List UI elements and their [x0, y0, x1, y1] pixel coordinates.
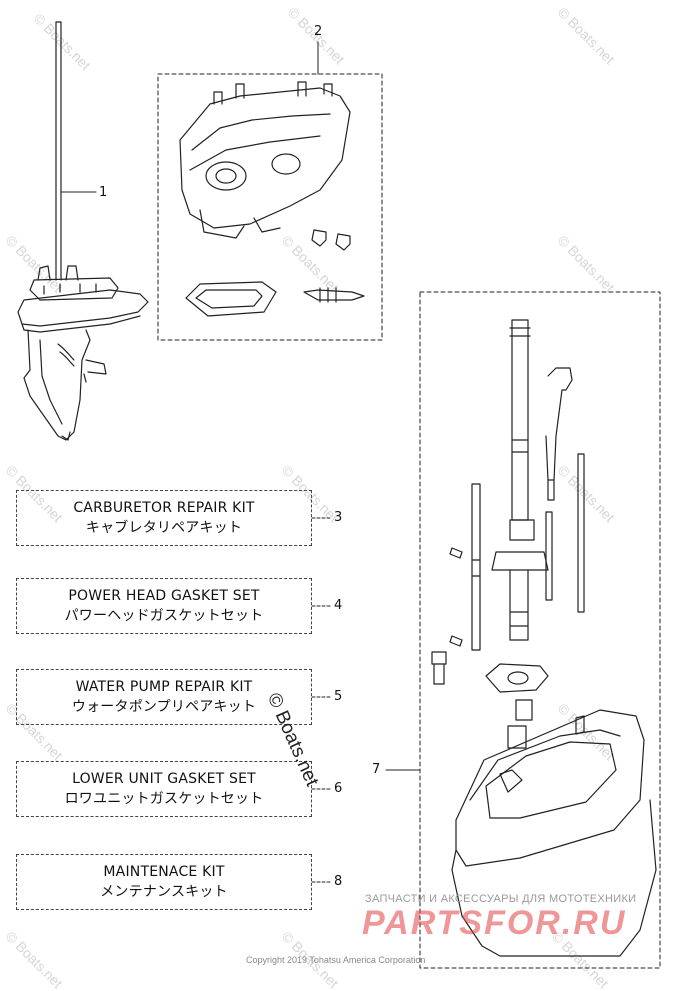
kit-label-jp: メンテナンスキット — [100, 884, 228, 900]
lower-unit-parts-drawing — [431, 319, 657, 957]
kit-box-maintenance: MAINTENACE KIT メンテナンスキット — [16, 854, 312, 910]
callout-6: 6 — [334, 781, 343, 796]
kit-label-en: POWER HEAD GASKET SET — [68, 588, 260, 604]
callout-2: 2 — [314, 24, 323, 39]
kit-label-jp: パワーヘッドガスケットセット — [64, 608, 264, 624]
kit-label-jp: ロワユニットガスケットセット — [64, 791, 264, 807]
power-head-drawing — [179, 81, 365, 317]
outboard-lower-unit-drawing — [17, 21, 149, 441]
kit-box-water-pump-repair: WATER PUMP REPAIR KIT ウォータポンプリペアキット — [16, 669, 312, 725]
kit-label-jp: ウォータポンプリペアキット — [71, 699, 257, 715]
callout-7: 7 — [372, 762, 381, 777]
parts-tagline: ЗАПЧАСТИ И АКСЕССУАРЫ ДЛЯ МОТОТЕХНИКИ — [365, 893, 637, 905]
kit-label-en: MAINTENACE KIT — [103, 864, 225, 880]
kit-label-en: LOWER UNIT GASKET SET — [72, 771, 256, 787]
kit-box-power-head-gasket: POWER HEAD GASKET SET パワーヘッドガスケットセット — [16, 578, 312, 634]
kit-box-carburetor-repair: CARBURETOR REPAIR KIT キャブレタリペアキット — [16, 490, 312, 546]
callout-8: 8 — [334, 874, 343, 889]
kit-label-en: WATER PUMP REPAIR KIT — [75, 679, 253, 695]
kit-label-jp: キャブレタリペアキット — [85, 520, 243, 536]
callout-5: 5 — [334, 689, 343, 704]
callout-3: 3 — [334, 510, 343, 525]
kit-box-lower-unit-gasket: LOWER UNIT GASKET SET ロワユニットガスケットセット — [16, 761, 312, 817]
copyright-text: Copyright 2019 Tohatsu America Corporati… — [246, 955, 426, 965]
callout-4: 4 — [334, 598, 343, 613]
kit-label-en: CARBURETOR REPAIR KIT — [73, 500, 255, 516]
parts-logo: PARTSFOR.RU — [362, 904, 627, 942]
callout-1: 1 — [99, 185, 108, 200]
